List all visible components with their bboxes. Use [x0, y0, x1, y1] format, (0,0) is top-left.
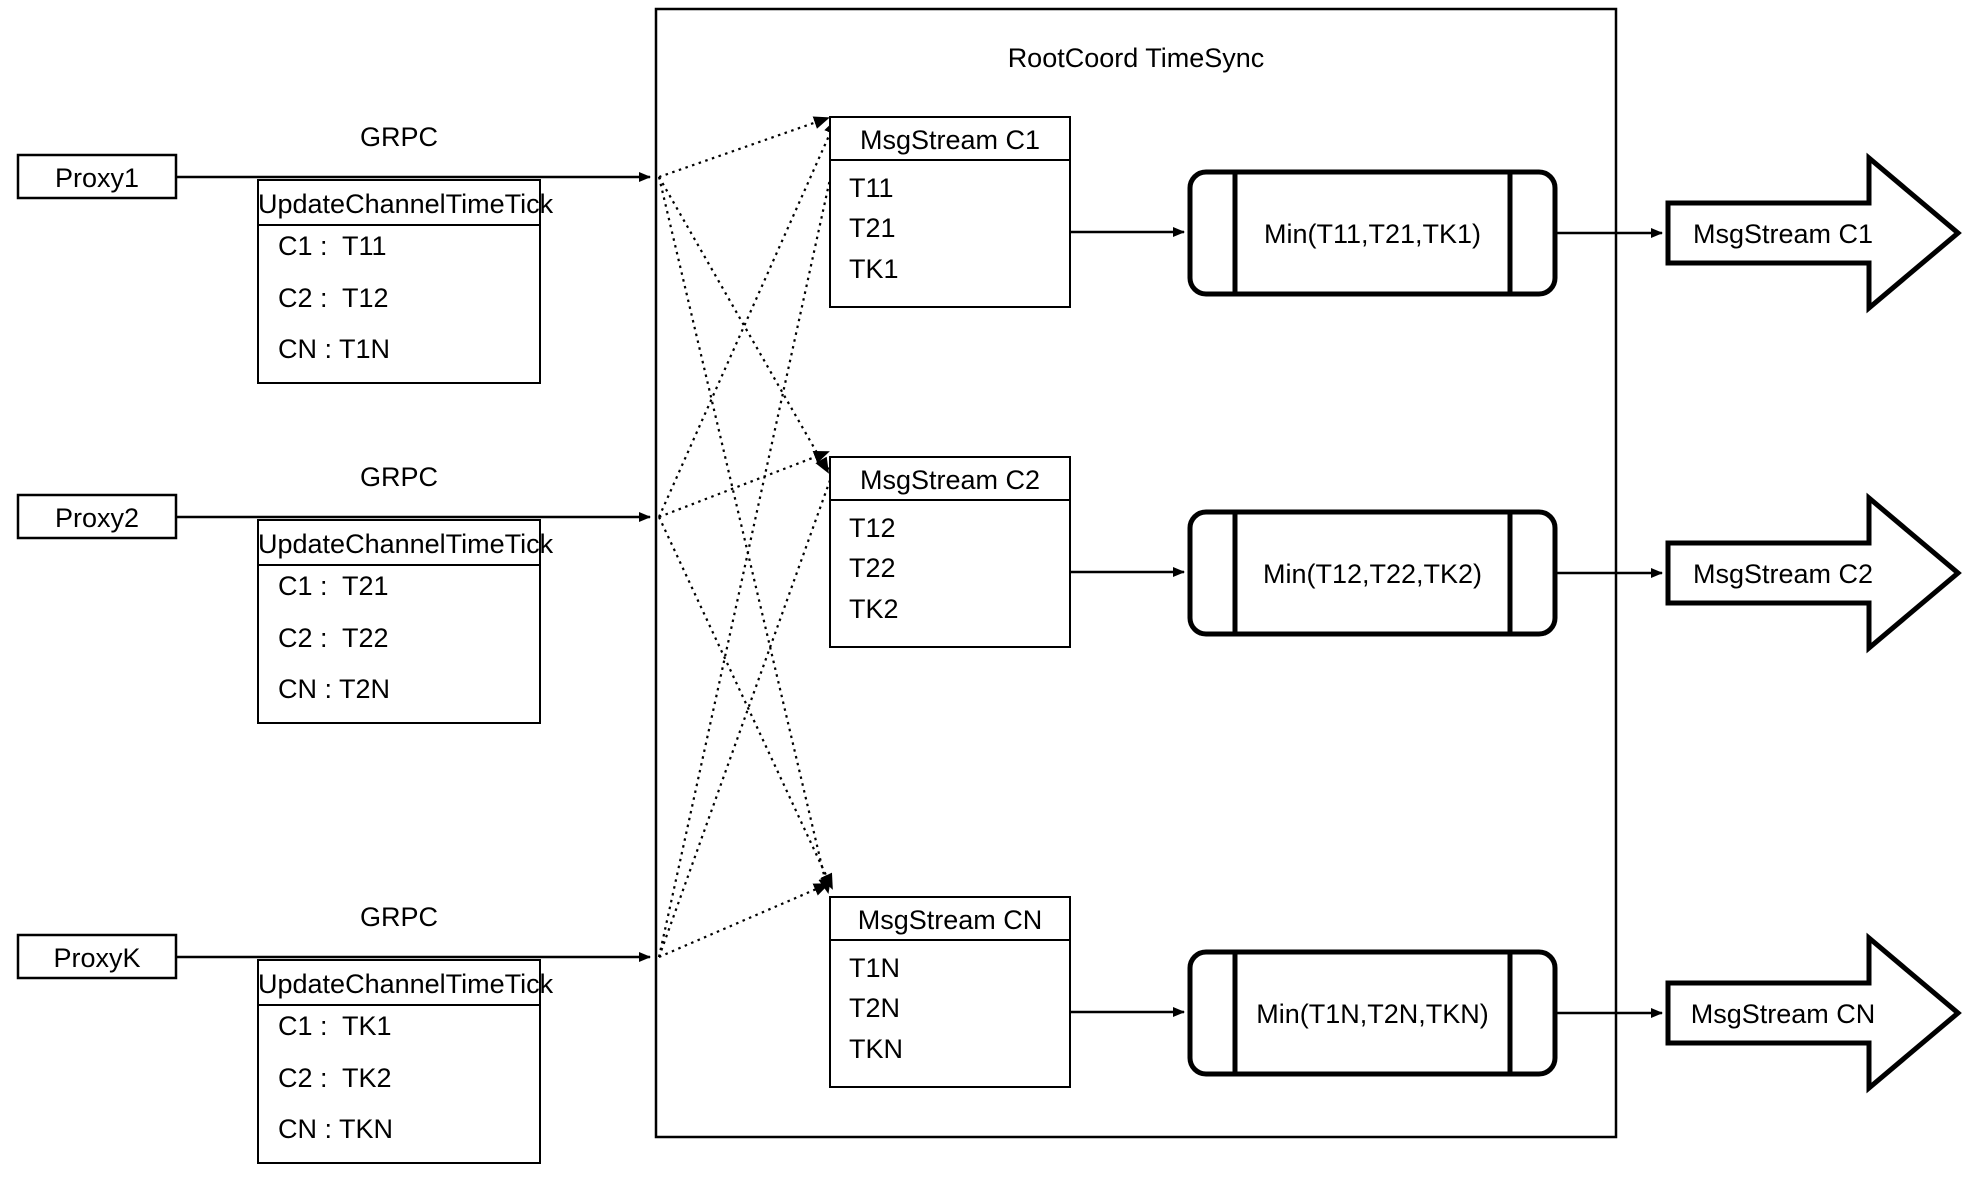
container-title: RootCoord TimeSync: [1007, 43, 1265, 73]
fanout-p2-c1: [657, 118, 838, 518]
rpc-header-1: UpdateChannelTimeTick: [258, 189, 554, 219]
msgstream-row-1-1: T21: [849, 213, 896, 243]
fanout-p1-cn: [657, 176, 832, 894]
msgstream-row-2-1: T22: [849, 553, 896, 583]
rpc-row-3-1: C2 : TK2: [278, 1063, 392, 1093]
grpc-label-2: GRPC: [359, 462, 438, 492]
rpc-row-1-1: C2 : T12: [278, 283, 389, 313]
output-label-1: MsgStream C1: [1692, 219, 1874, 249]
grpc-label-1: GRPC: [359, 122, 438, 152]
grpc-label-3: GRPC: [359, 902, 438, 932]
msgstream-header-2: MsgStream C2: [859, 465, 1041, 495]
fanout-p1-c2: [658, 176, 829, 474]
proxy-label-1: Proxy1: [54, 163, 140, 193]
fanout-pk-c1: [657, 118, 847, 958]
rpc-row-3-2: CN : TKN: [278, 1114, 394, 1144]
rpc-row-2-1: C2 : T22: [278, 623, 389, 653]
output-label-3: MsgStream CN: [1690, 999, 1876, 1029]
fanout-pk-cn: [658, 882, 830, 959]
fanout-p2-c2: [658, 450, 830, 519]
rpc-header-3: UpdateChannelTimeTick: [258, 969, 554, 999]
fanout-pk-c2: [657, 456, 840, 958]
msgstream-header-3: MsgStream CN: [857, 905, 1043, 935]
rpc-row-3-0: C1 : TK1: [278, 1011, 392, 1041]
msgstream-row-1-0: T11: [849, 173, 894, 203]
rpc-row-2-0: C1 : T21: [278, 571, 389, 601]
msgstream-row-3-1: T2N: [849, 993, 901, 1023]
msgstream-header-1: MsgStream C1: [859, 125, 1041, 155]
rpc-row-1-2: CN : T1N: [278, 334, 391, 364]
msgstream-row-3-2: TKN: [849, 1034, 903, 1064]
min-label-1: Min(T11,T21,TK1): [1263, 219, 1482, 249]
msgstream-row-2-0: T12: [849, 513, 896, 543]
min-label-3: Min(T1N,T2N,TKN): [1256, 999, 1489, 1029]
output-label-2: MsgStream C2: [1692, 559, 1874, 589]
rpc-row-1-0: C1 : T11: [278, 231, 387, 261]
rpc-header-2: UpdateChannelTimeTick: [258, 529, 554, 559]
min-label-2: Min(T12,T22,TK2): [1262, 559, 1483, 589]
timetick-fanout-edges: [657, 116, 847, 959]
msgstream-row-1-2: TK1: [849, 254, 899, 284]
msgstream-row-3-0: T1N: [849, 953, 901, 983]
rpc-row-2-2: CN : T2N: [278, 674, 391, 704]
fanout-p2-cn: [658, 516, 833, 890]
proxy-label-3: ProxyK: [53, 943, 141, 973]
msgstream-row-2-2: TK2: [849, 594, 899, 624]
proxy-label-2: Proxy2: [54, 503, 140, 533]
fanout-p1-c1: [658, 116, 830, 179]
